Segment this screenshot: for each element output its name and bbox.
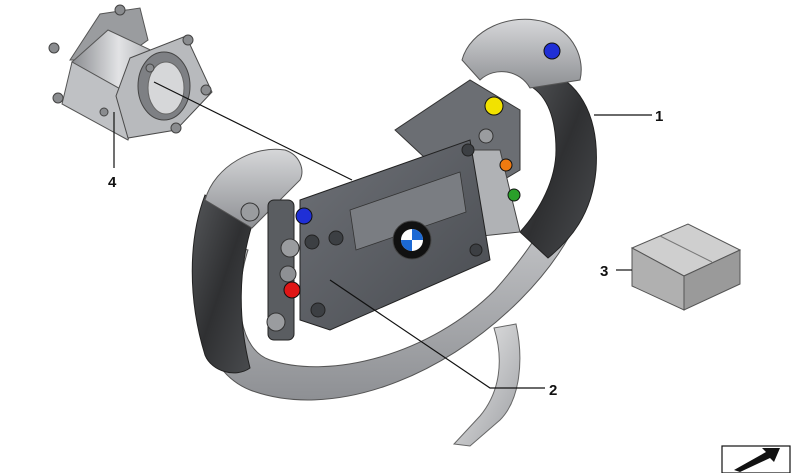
small-parts-box <box>630 223 742 311</box>
shift-paddle <box>452 323 521 447</box>
callout-3: 3 <box>600 263 608 280</box>
steering-wheel <box>191 18 597 401</box>
leader-line-2 <box>329 279 545 389</box>
callout-2: 2 <box>549 382 557 399</box>
blue-button-right <box>543 42 561 60</box>
bmw-roundel-icon <box>392 220 432 260</box>
orange-button <box>499 158 513 172</box>
yellow-button <box>484 96 504 116</box>
red-button <box>283 281 301 299</box>
leader-line-hub <box>153 81 353 181</box>
callout-1: 1 <box>655 108 663 125</box>
callout-4: 4 <box>108 174 117 191</box>
navigation-arrow-icon[interactable] <box>721 445 791 473</box>
blue-button-left <box>295 207 313 225</box>
green-button <box>507 188 521 202</box>
hub-adapter <box>48 4 213 141</box>
